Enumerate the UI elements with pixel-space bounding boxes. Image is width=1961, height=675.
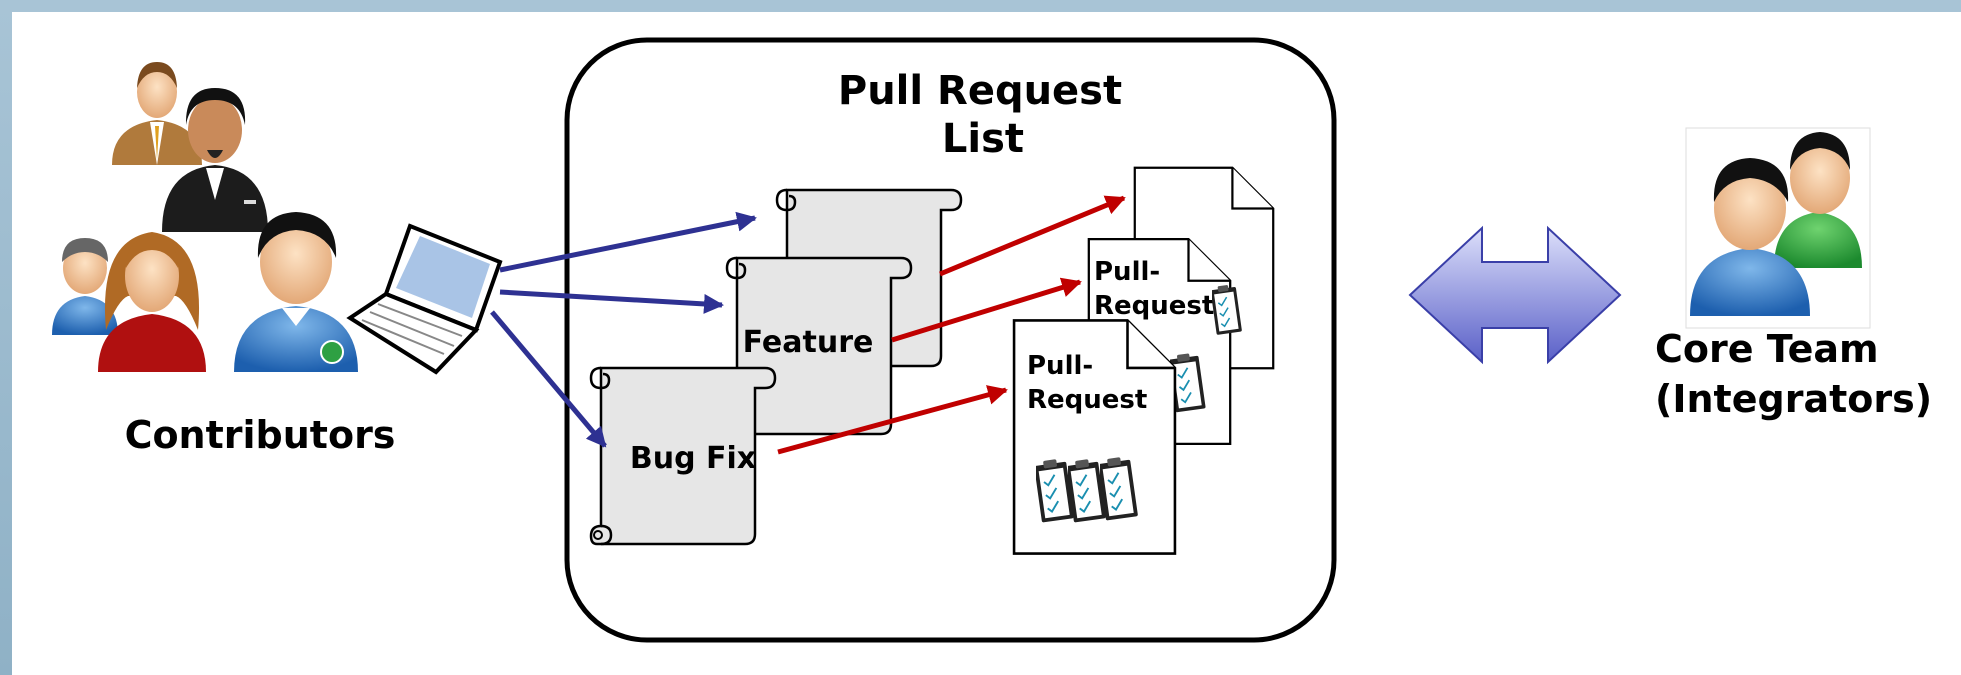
arrow-to-pr-back <box>939 195 1126 277</box>
core-team-avatars <box>1685 127 1871 329</box>
arrow-to-bug-fix <box>490 310 607 448</box>
pull-request-middle-line1: Pull- <box>1094 257 1160 287</box>
laptop-icon <box>346 223 503 375</box>
contributor-avatar-4 <box>98 232 206 372</box>
pull-request-front-line1: Pull- <box>1027 351 1093 381</box>
arrow-to-pr-front <box>777 385 1008 455</box>
pull-request-front-line2: Request <box>1027 385 1147 415</box>
contributors-label: Contributors <box>125 413 396 457</box>
arrow-to-branch-back <box>499 211 757 273</box>
bug-fix-label: Bug Fix <box>630 441 756 476</box>
double-arrow-icon <box>1408 225 1622 365</box>
feature-label: Feature <box>743 325 874 360</box>
contributor-arrows <box>490 211 757 448</box>
pull-request-list-title-line1: Pull Request <box>838 68 1122 114</box>
contributors-group: Contributors <box>52 62 503 457</box>
contributor-avatar-2 <box>162 88 268 232</box>
core-team-label-line2: (Integrators) <box>1655 377 1932 421</box>
contributor-avatar-1 <box>112 62 202 165</box>
pull-request-middle-line2: Request <box>1094 291 1214 321</box>
arrow-to-feature <box>499 289 724 314</box>
core-team-label-line1: Core Team <box>1655 327 1879 371</box>
contributor-avatar-5 <box>234 212 358 372</box>
arrow-to-pr-middle <box>891 277 1082 343</box>
contributor-avatar-3 <box>52 238 118 335</box>
pull-request-list-title-line2: List <box>942 116 1024 162</box>
pull-request-arrows <box>777 195 1126 455</box>
